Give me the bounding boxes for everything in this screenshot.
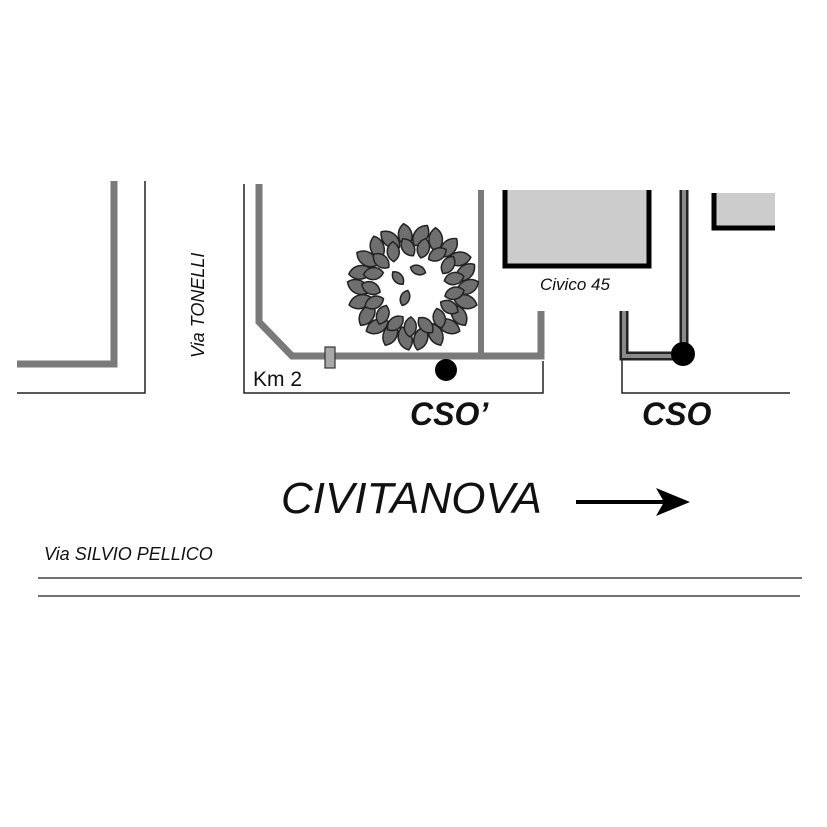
building-right-edge — [714, 193, 775, 229]
leaf-shape — [443, 271, 465, 286]
building-right-edge-border — [711, 193, 775, 231]
km-post — [324, 346, 336, 369]
leaf-shape — [403, 316, 418, 338]
middle-block-gray-boundary — [255, 184, 545, 360]
arrow-right-icon — [576, 488, 690, 516]
leaf-shape — [399, 289, 411, 307]
point-label-cso-prime: CSO’ — [410, 396, 489, 432]
middle-block-edge — [243, 184, 544, 394]
right-block — [619, 190, 790, 394]
leaf-shape — [416, 237, 431, 259]
direction-label: CIVITANOVA — [281, 474, 542, 523]
street-label-via-silvio-pellico: Via SILVIO PELLICO — [44, 544, 213, 564]
leaf-shape — [362, 266, 385, 281]
leaf-shape — [386, 240, 400, 263]
street-label-via-tonelli: Via TONELLI — [188, 253, 208, 358]
leaf-shape — [444, 286, 465, 301]
leaf-shape — [432, 307, 447, 329]
leaf-shape — [400, 238, 416, 257]
right-block-gray-line — [622, 311, 684, 358]
building-civico-45 — [504, 190, 650, 265]
leaf-shape — [364, 295, 385, 310]
leaf-shape — [439, 299, 459, 315]
leaf-shape — [417, 316, 434, 334]
building-label: Civico 45 — [540, 275, 610, 294]
leaf-shape — [361, 281, 382, 296]
point-label-cso: CSO — [642, 396, 711, 432]
leaf-shape — [440, 255, 456, 275]
left-block-edge — [17, 181, 146, 394]
leaf-shape — [427, 247, 447, 262]
leaf-shape — [386, 315, 404, 332]
leaf-shape — [375, 304, 390, 325]
building-civico-45-border — [502, 190, 652, 269]
location-dot-icon — [671, 342, 695, 366]
leaf-shape — [372, 252, 390, 269]
tree-crown-icon — [346, 222, 480, 351]
location-dot-icon — [435, 359, 457, 381]
km-marker-label: Km 2 — [253, 368, 302, 391]
middle-block — [243, 184, 545, 394]
leaf-shape — [391, 271, 405, 285]
leaf-shape — [409, 264, 427, 276]
left-block — [17, 181, 146, 394]
left-block-gray-line — [17, 181, 118, 368]
